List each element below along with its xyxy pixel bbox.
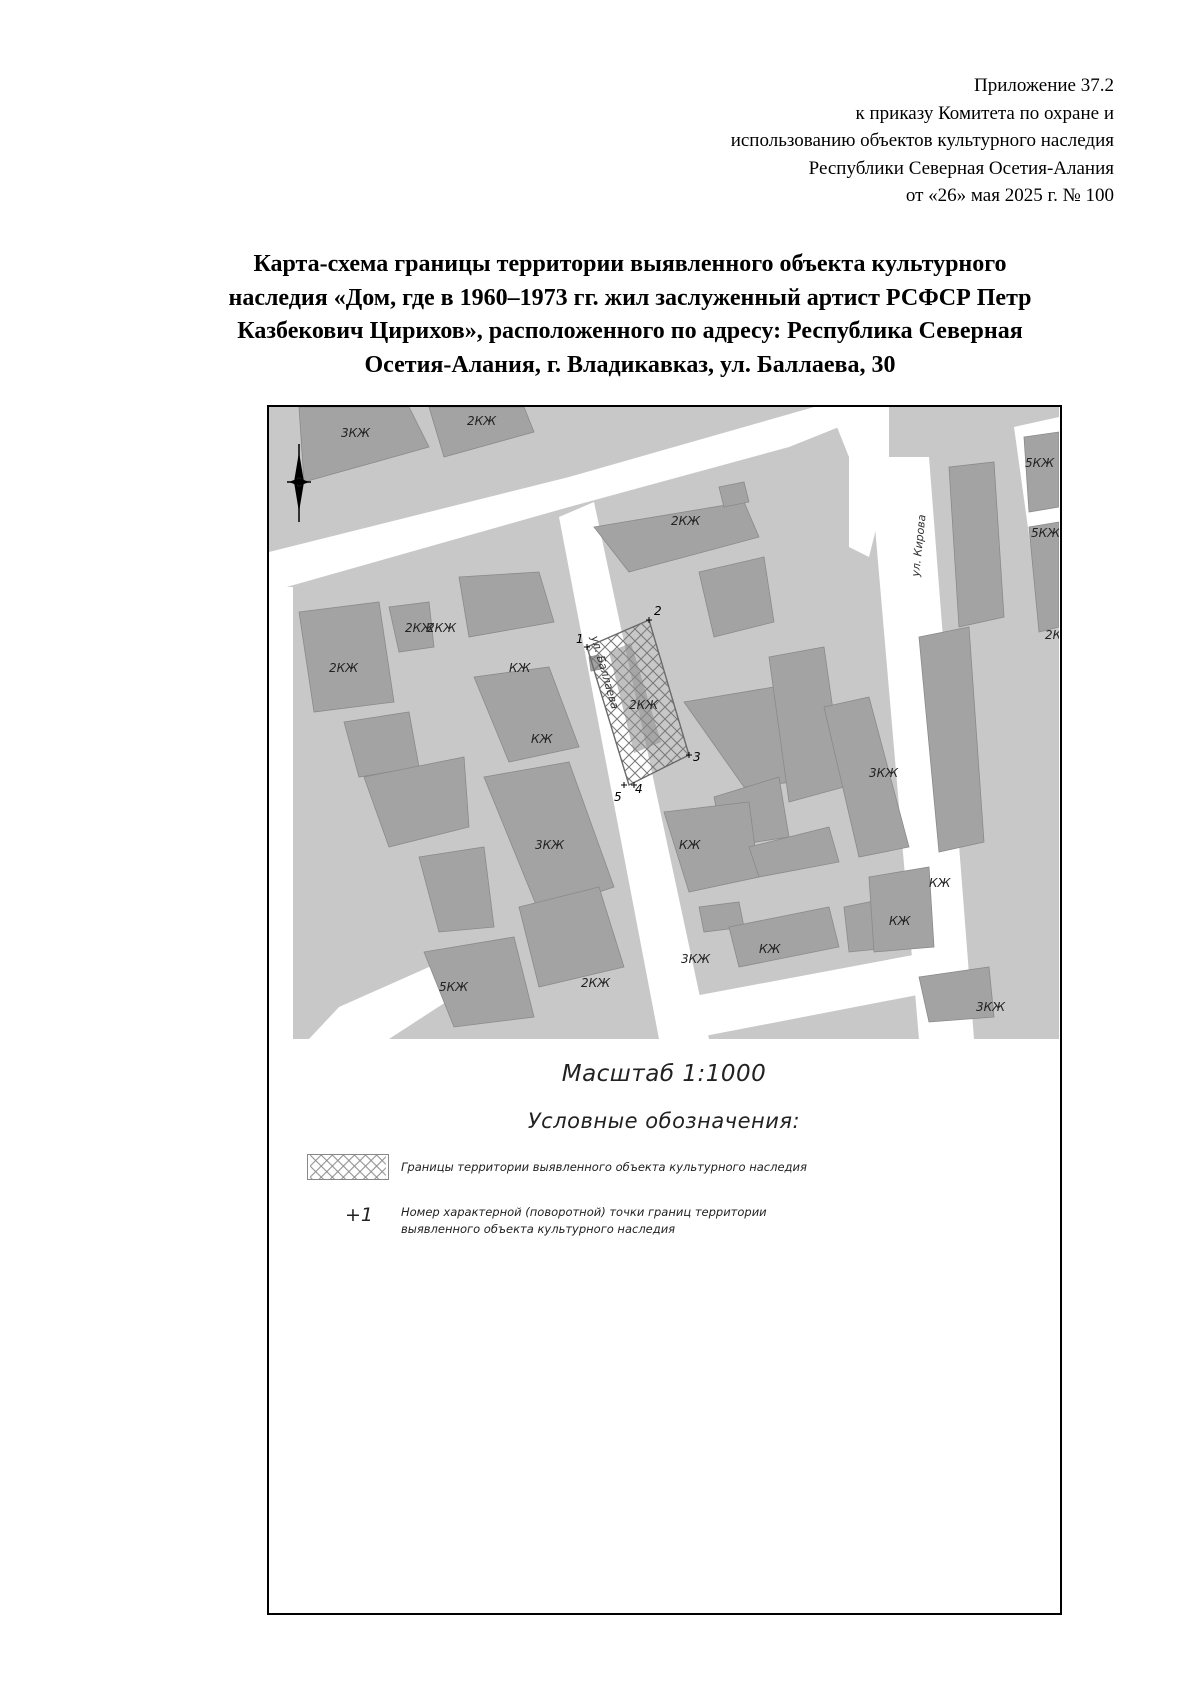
- building-label: 2КЖ: [671, 514, 701, 528]
- building-label: КЖ: [889, 914, 912, 928]
- header-line: к приказу Комитета по охране и: [855, 102, 1114, 124]
- building: [748, 826, 840, 878]
- building: [298, 407, 430, 483]
- north-arrow-icon: [287, 444, 311, 522]
- building: [868, 866, 935, 953]
- road-right-vertical: [869, 457, 974, 1039]
- building: [518, 886, 625, 988]
- building-label: 5КЖ: [1025, 456, 1055, 470]
- heritage-building: [609, 643, 661, 753]
- road-bottom: [689, 952, 959, 1039]
- building-label: 2КЖ: [581, 976, 611, 990]
- header-line: использованию объектов культурного насле…: [730, 130, 1114, 151]
- building-label: КЖ: [679, 838, 702, 852]
- building-label: 2К: [1045, 628, 1059, 642]
- building-label: 5КЖ: [1031, 526, 1059, 540]
- building-label: 3КЖ: [341, 426, 371, 440]
- roads: [269, 407, 1059, 1039]
- building: [1028, 521, 1059, 633]
- buildings: [298, 407, 1059, 1028]
- building-label: 3КЖ: [869, 766, 899, 780]
- building: [698, 556, 775, 638]
- building: [948, 461, 1005, 628]
- point-label: 1: [576, 632, 584, 646]
- building-label: 2КЖ: [467, 414, 497, 428]
- building-label: 2КЖ: [329, 661, 359, 675]
- header-line: от «26» мая 2025 г. № 100: [905, 185, 1114, 206]
- map-frame: 1 2 3 4 5 3КЖ 2КЖ 2КЖ 2КЖ 2КЖ 2КЖ КЖ КЖ …: [267, 405, 1062, 1615]
- point-label: 2: [654, 604, 662, 618]
- building: [593, 501, 760, 573]
- legend-area: Масштаб 1:1000 Условные обозначения: Гра…: [269, 1039, 1059, 1613]
- building: [363, 756, 470, 848]
- document-title: Карта-схема границы территории выявленно…: [150, 248, 1110, 382]
- building-labels: 3КЖ 2КЖ 2КЖ 2КЖ 2КЖ 2КЖ КЖ КЖ 2КЖ 3КЖ КЖ…: [329, 414, 1059, 1014]
- road-lower-diagonal: [309, 967, 469, 1039]
- building: [718, 481, 750, 508]
- building: [388, 601, 435, 653]
- building-label: 2КЖ: [405, 621, 435, 635]
- hatch-swatch-icon: [307, 1154, 389, 1180]
- building: [423, 936, 535, 1028]
- road-vertical-left: [269, 587, 293, 1039]
- point-label: 3: [693, 750, 701, 764]
- point-label: 4: [635, 782, 643, 796]
- building-label: 2КЖ: [629, 698, 659, 712]
- legend-text-line: Номер характерной (поворотной) точки гра…: [401, 1205, 767, 1219]
- legend-item-point: +1 Номер характерной (поворотной) точки …: [307, 1202, 1047, 1252]
- point-symbol-icon: +1: [345, 1204, 374, 1226]
- building-label: 5КЖ: [439, 980, 469, 994]
- building-label: 3КЖ: [976, 1000, 1006, 1014]
- building-label: 3КЖ: [535, 838, 565, 852]
- building: [918, 626, 985, 853]
- title-line: Казбекович Цирихов», расположенного по а…: [237, 318, 1023, 344]
- title-line: Осетия-Алания, г. Владикавказ, ул. Балла…: [364, 351, 896, 378]
- map-scale: Масштаб 1:1000: [561, 1061, 767, 1087]
- header-line: Республики Северная Осетия-Алания: [808, 157, 1114, 179]
- building-label: КЖ: [509, 661, 532, 675]
- building: [728, 906, 840, 968]
- point-label: 5: [614, 790, 622, 804]
- title-line: наследия «Дом, где в 1960–1973 гг. жил з…: [228, 284, 1032, 311]
- building: [458, 571, 555, 638]
- legend-title: Условные обозначения:: [527, 1109, 801, 1133]
- road-upper-right: [829, 407, 889, 557]
- building: [823, 696, 910, 858]
- building-label: КЖ: [929, 876, 952, 890]
- building-label: 3КЖ: [681, 952, 711, 966]
- legend-text: Границы территории выявленного объекта к…: [401, 1160, 807, 1174]
- legend-item-boundary: Границы территории выявленного объекта к…: [307, 1154, 1047, 1184]
- building: [298, 601, 395, 713]
- building-label: КЖ: [759, 942, 782, 956]
- road-top-diagonal: [269, 407, 889, 592]
- header-line: Приложение 37.2: [974, 75, 1114, 96]
- building-label: КЖ: [531, 732, 554, 746]
- building: [483, 761, 615, 913]
- header-block: Приложение 37.2 к приказу Комитета по ох…: [731, 72, 1114, 210]
- map-view[interactable]: 1 2 3 4 5 3КЖ 2КЖ 2КЖ 2КЖ 2КЖ 2КЖ КЖ КЖ …: [269, 407, 1059, 1039]
- building: [428, 407, 535, 458]
- legend-text: Номер характерной (поворотной) точки гра…: [401, 1204, 767, 1238]
- building-label: 2КЖ: [427, 621, 457, 635]
- building: [1023, 431, 1059, 513]
- building: [918, 966, 995, 1023]
- title-line: Карта-схема границы территории выявленно…: [253, 251, 1007, 277]
- building: [418, 846, 495, 933]
- legend-text-line: выявленного объекта культурного наследия: [401, 1222, 676, 1236]
- turning-points: [584, 617, 692, 788]
- building: [473, 666, 580, 763]
